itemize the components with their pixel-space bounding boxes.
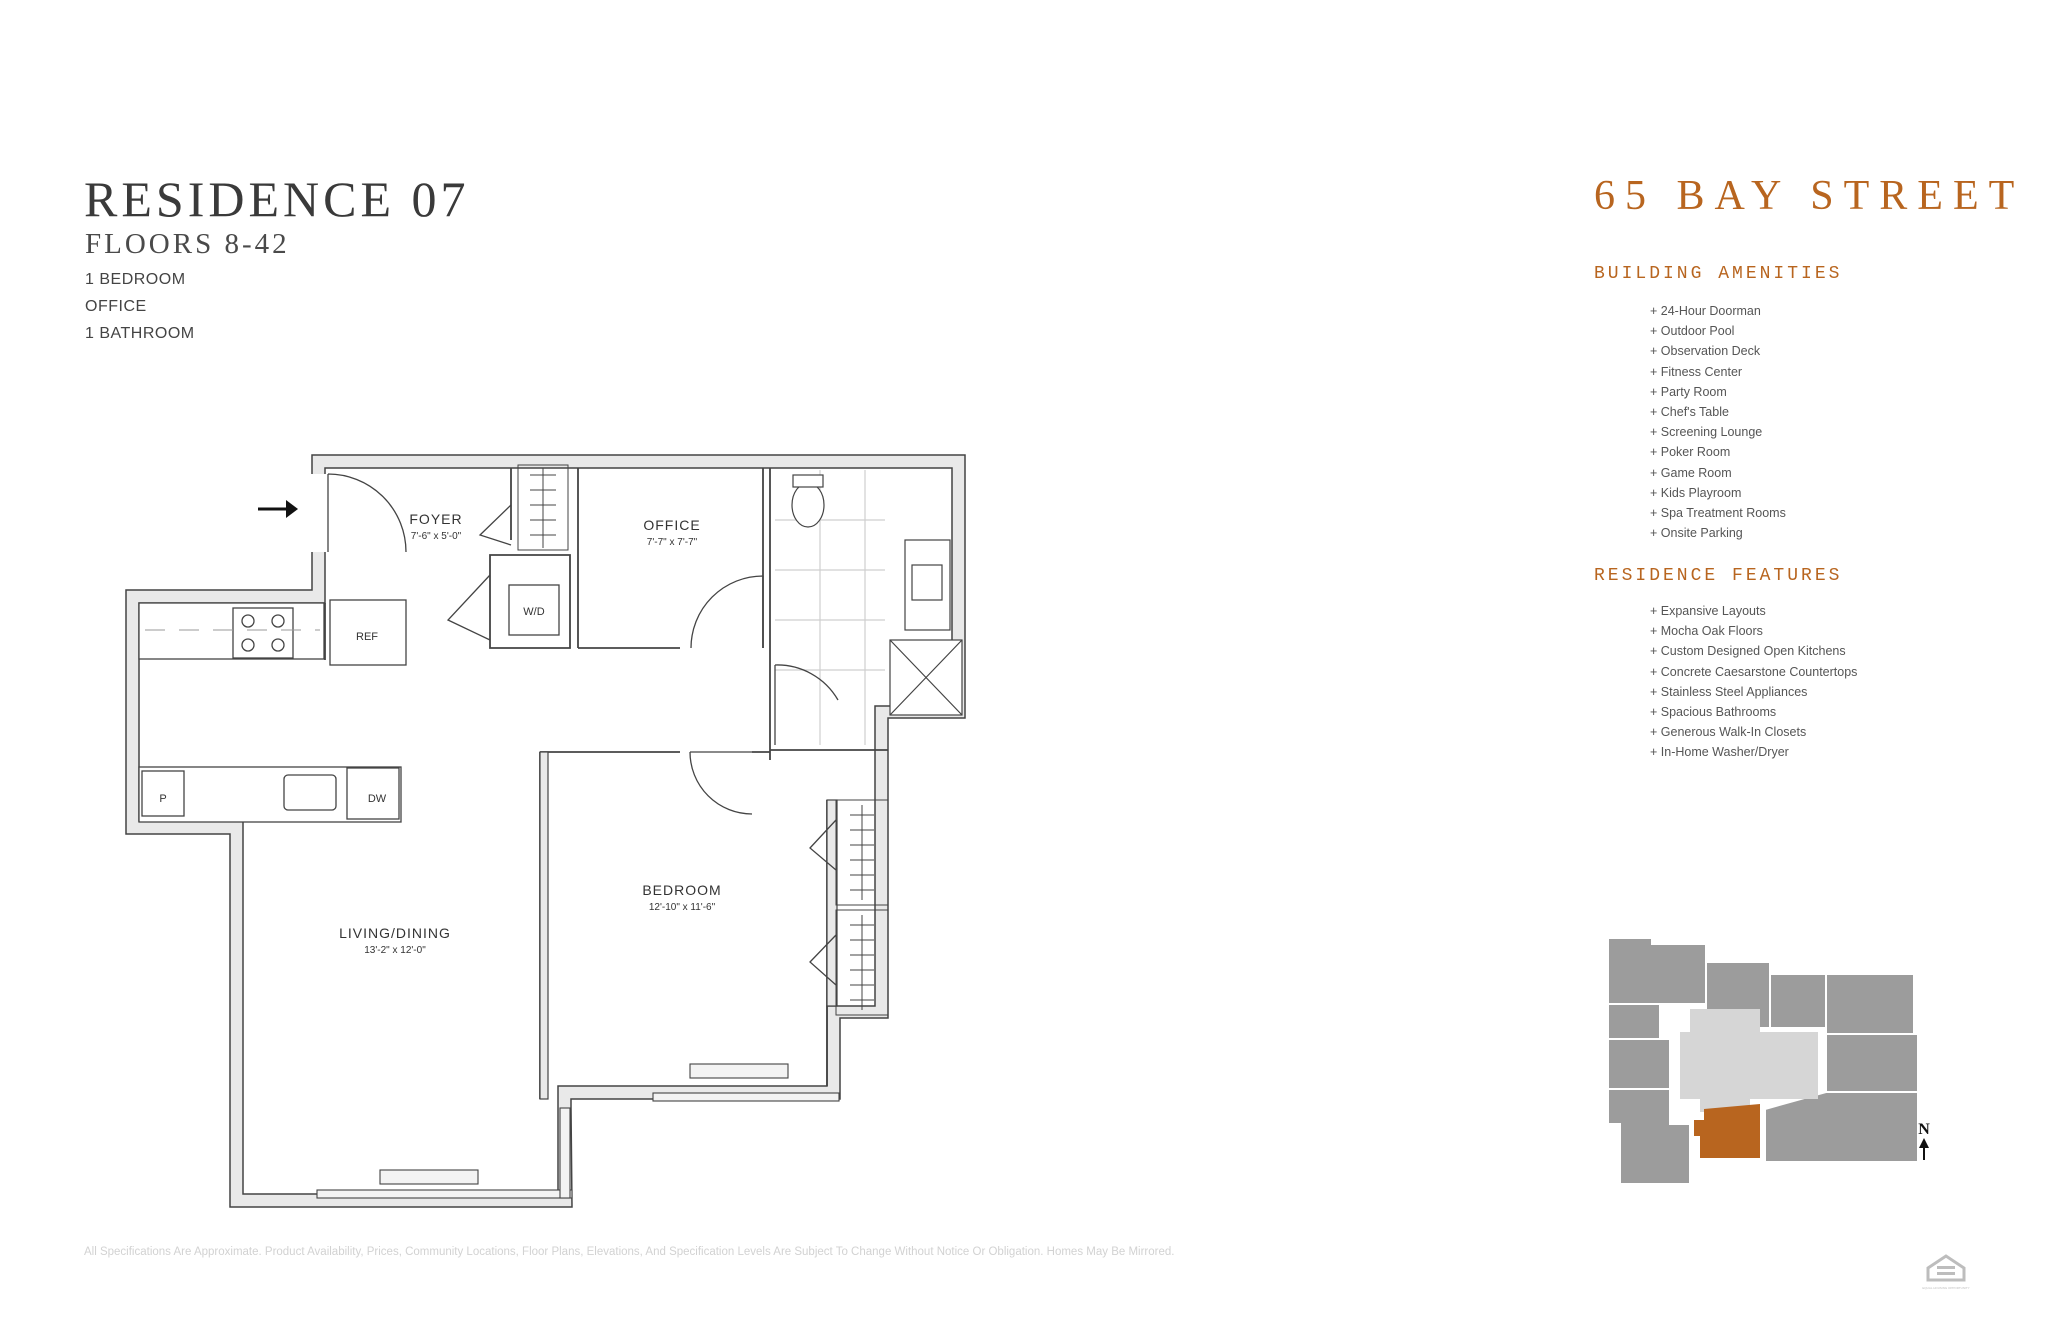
eho-text: EQUAL HOUSING OPPORTUNITY [1922,1286,1969,1290]
closet-door [809,934,837,986]
washer-dryer [508,584,560,636]
feature-item: + Spacious Bathrooms [1650,704,1777,719]
amenity-item: + Outdoor Pool [1650,324,1735,339]
toilet [791,482,825,528]
wall-wd-closet [489,554,571,649]
window [379,1169,479,1185]
summary-item: 1 BEDROOM [85,271,186,288]
amenity-item: + Observation Deck [1650,344,1761,359]
room-dims-bedroom: 12'-10" x 11'-6" [649,902,716,913]
disclaimer: All Specifications Are Approximate. Prod… [84,1246,1175,1258]
closet-rack [517,464,569,551]
amenity-item: + 24-Hour Doorman [1650,304,1761,318]
stove [232,607,294,659]
entry-arrow [258,500,298,518]
room-label-living: LIVING/DINING [339,925,451,941]
keyplan-unit [1764,1091,1919,1163]
entry-opening [310,474,328,552]
north-label: N [1918,1121,1930,1138]
window-sill [652,1092,840,1102]
kitchen-counter [138,602,325,660]
amenity-item: + Kids Playroom [1650,485,1742,500]
key-plan: N [1607,937,1930,1184]
keyplan-core [1680,1009,1818,1112]
fixture-label-dw: DW [368,793,387,805]
keyplan-unit [1607,1003,1661,1040]
window [689,1063,789,1079]
features-heading: RESIDENCE FEATURES [1594,566,1843,586]
foyer-closet-door [478,504,512,546]
keyplan-unit [1607,1038,1671,1090]
features-list: + Expansive Layouts + Mocha Oak Floors +… [1650,604,1857,766]
refrigerator [329,599,407,666]
room-dims-office: 7'-7" x 7'-7" [647,537,698,548]
amenity-item: + Fitness Center [1650,364,1743,379]
keyplan-unit [1607,937,1707,1005]
room-label-bedroom: BEDROOM [642,882,721,898]
entry-door [327,473,407,553]
wall-strip [539,751,549,1100]
residence-title: RESIDENCE 07 [84,171,470,227]
amenities-list: + 24-Hour Doorman + Outdoor Pool + Obser… [1650,304,1786,546]
fixture-label-pantry: P [159,793,166,805]
keyplan-unit [1825,1033,1919,1093]
fixture-label-wd: W/D [523,606,544,618]
feature-item: + In-Home Washer/Dryer [1650,745,1789,760]
floor-plan: FOYER 7'-6" x 5'-0" OFFICE 7'-7" x 7'-7"… [125,454,966,1208]
feature-item: + Generous Walk-In Closets [1650,725,1807,740]
office-door [690,575,764,649]
wd-door [446,574,491,641]
equal-housing-icon: EQUAL HOUSING OPPORTUNITY [1922,1254,1970,1290]
feature-item: + Expansive Layouts [1650,604,1766,618]
amenities-heading: BUILDING AMENITIES [1594,264,1843,284]
amenity-item: + Screening Lounge [1650,425,1763,440]
amenity-item: + Spa Treatment Rooms [1650,505,1786,520]
bath-door [774,664,839,745]
amenity-item: + Poker Room [1650,445,1731,460]
dishwasher [346,767,400,820]
summary-item: 1 BATHROOM [85,325,195,342]
amenity-item: + Onsite Parking [1650,526,1743,541]
feature-item: + Mocha Oak Floors [1650,624,1763,639]
residence-floors: FLOORS 8-42 [85,228,290,260]
closet-door [809,819,837,871]
keyplan-highlight-unit [1694,1104,1760,1158]
feature-item: + Stainless Steel Appliances [1650,684,1808,699]
sink [283,774,337,811]
amenity-item: + Chef's Table [1650,404,1729,419]
room-label-office: OFFICE [643,517,700,533]
residence-summary-list: 1 BEDROOM OFFICE 1 BATHROOM [85,271,195,352]
closet-rack [835,799,889,906]
bath-tiles [775,470,885,745]
keyplan-unit [1825,973,1915,1035]
pantry [141,770,185,817]
room-dims-foyer: 7'-6" x 5'-0" [411,531,462,542]
bedroom-door [689,751,753,815]
amenity-item: + Game Room [1650,465,1732,480]
amenity-item: + Party Room [1650,384,1727,399]
room-dims-living: 13'-2" x 12'-0" [364,945,426,956]
keyplan-unit [1769,973,1827,1029]
summary-item: OFFICE [85,298,147,315]
fixture-label-ref: REF [356,631,378,643]
wall-strip [826,799,838,1007]
window-sill [559,1107,571,1199]
feature-item: + Custom Designed Open Kitchens [1650,644,1846,659]
building-name: 65 BAY STREET [1594,173,2025,219]
closet-rack [835,909,889,1016]
keyplan-unit [1607,1088,1691,1184]
room-label-foyer: FOYER [409,511,462,527]
feature-item: + Concrete Caesarstone Countertops [1650,664,1858,679]
window-sill [316,1189,573,1199]
